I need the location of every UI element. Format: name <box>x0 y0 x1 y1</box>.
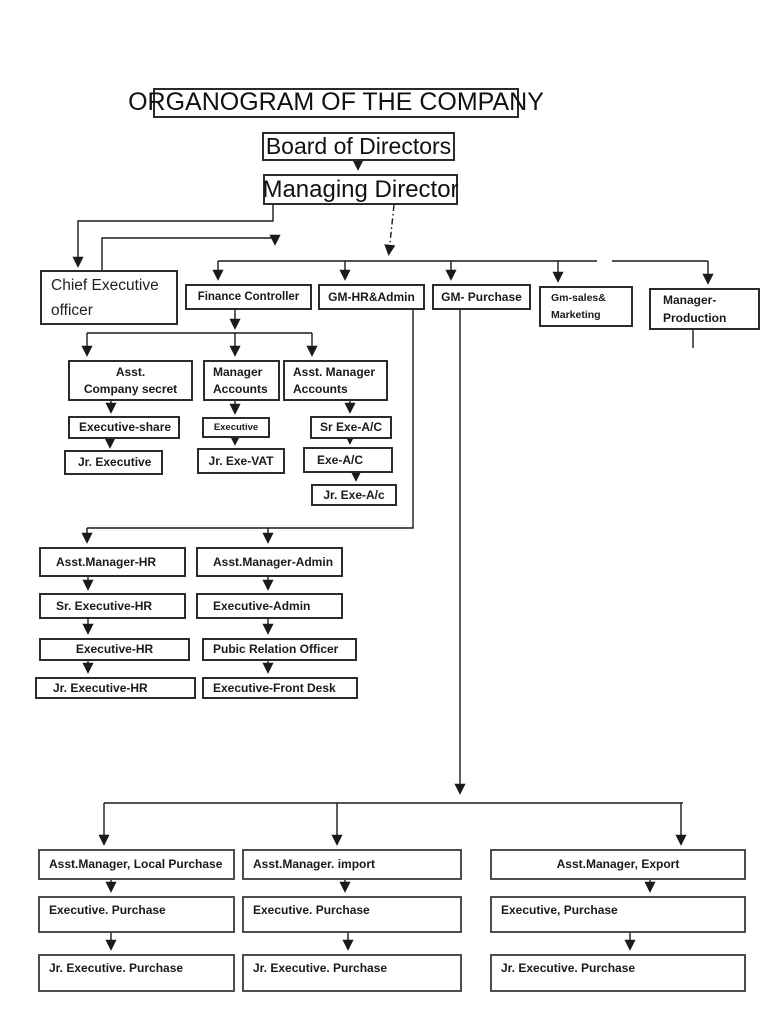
node-executive-hr: Executive-HR <box>39 638 190 661</box>
node-executive-purchase-import: Executive. Purchase <box>242 896 462 933</box>
chart-title: ORGANOGRAM OF THE COMPANY <box>128 88 544 118</box>
connector-md-to-ceo <box>72 205 274 268</box>
node-asst-manager-export: Asst.Manager, Export <box>490 849 746 880</box>
node-executive-admin: Executive-Admin <box>196 593 343 619</box>
node-executive-share: Executive-share <box>68 416 180 439</box>
node-gm-sales-marketing: Gm-sales& Marketing <box>539 286 633 327</box>
node-sr-exe-ac: Sr Exe-A/C <box>310 416 392 439</box>
node-executive-front-desk: Executive-Front Desk <box>202 677 358 699</box>
node-executive-purchase-local: Executive. Purchase <box>38 896 235 933</box>
node-jr-executive-purchase-local: Jr. Executive. Purchase <box>38 954 235 992</box>
node-asst-manager-accounts: Asst. Manager Accounts <box>283 360 388 401</box>
node-jr-executive: Jr. Executive <box>64 450 163 475</box>
node-chief-executive-officer: Chief Executive officer <box>40 270 178 325</box>
node-jr-executive-purchase-export: Jr. Executive. Purchase <box>490 954 746 992</box>
node-gm-purchase: GM- Purchase <box>432 284 531 310</box>
node-jr-exe-vat: Jr. Exe-VAT <box>197 448 285 474</box>
node-executive-purchase-export: Executive, Purchase <box>490 896 746 933</box>
connector-md-dashed <box>384 204 396 256</box>
node-exe-ac: Exe-A/C <box>303 447 393 473</box>
node-board-of-directors: Board of Directors <box>262 132 455 161</box>
node-jr-executive-hr: Jr. Executive-HR <box>35 677 196 699</box>
node-managing-director: Managing Director <box>262 174 459 205</box>
node-asst-manager-import: Asst.Manager. import <box>242 849 462 880</box>
node-finance-controller: Finance Controller <box>185 284 312 310</box>
node-jr-exe-ac: Jr. Exe-A/c <box>311 484 397 506</box>
node-sr-executive-hr: Sr. Executive-HR <box>39 593 186 619</box>
node-manager-production: Manager- Production <box>649 288 760 330</box>
connector-ceo-to-bar <box>101 234 281 272</box>
node-gm-hr-admin: GM-HR&Admin <box>318 284 425 310</box>
chart-title-text: ORGANOGRAM OF THE COMPANY <box>128 88 544 117</box>
node-public-relation-officer: Pubic Relation Officer <box>202 638 357 661</box>
node-manager-accounts: Manager Accounts <box>203 360 280 401</box>
node-asst-manager-local-purchase: Asst.Manager, Local Purchase <box>38 849 235 880</box>
node-jr-executive-purchase-import: Jr. Executive. Purchase <box>242 954 462 992</box>
node-asst-company-secret: Asst. Company secret <box>68 360 193 401</box>
node-asst-manager-admin: Asst.Manager-Admin <box>196 547 343 577</box>
node-asst-manager-hr: Asst.Manager-HR <box>39 547 186 577</box>
node-executive: Executive <box>202 417 270 438</box>
